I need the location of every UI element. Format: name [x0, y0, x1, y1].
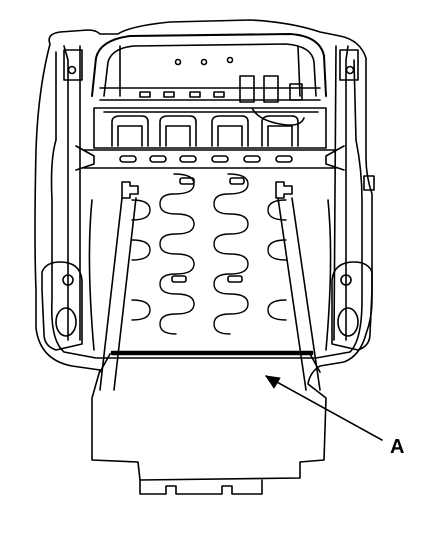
side-rail-right: [333, 45, 349, 341]
mount-bolt: [345, 65, 355, 75]
cross-bar-end-left: [75, 145, 95, 171]
zigzag-spring-left-partial: [131, 199, 151, 321]
zigzag-spring: [213, 173, 249, 335]
callout-leader-line: [265, 375, 383, 441]
strap-hook-right: [275, 181, 293, 199]
rear-strip: [99, 87, 321, 101]
spring-pocket: [261, 115, 299, 147]
strip-slot: [163, 91, 175, 98]
callout-arrowhead: [265, 375, 281, 389]
side-connector: [363, 175, 375, 191]
spring-pockets-rear: [111, 115, 299, 147]
cross-bar-slot: [149, 155, 167, 163]
cross-bar: [83, 149, 337, 169]
cross-bar-slot: [119, 155, 137, 163]
zigzag-spring: [159, 173, 195, 335]
frame-hole: [226, 56, 234, 64]
spring-pocket: [217, 125, 243, 147]
spring-pocket: [159, 115, 197, 147]
seat-back-frame-inner: [103, 43, 317, 97]
lower-bracket-left: [41, 261, 83, 351]
cross-bar-end-right: [325, 145, 345, 171]
lower-bolt-right: [340, 274, 352, 286]
frame-hole: [174, 58, 182, 66]
strip-slot: [189, 91, 201, 98]
cross-bar-slot: [179, 155, 197, 163]
cross-bar-slot: [211, 155, 229, 163]
rear-panel: [93, 107, 327, 149]
lower-bracket-hole-left: [55, 307, 77, 337]
spring-pocket: [267, 125, 293, 147]
connector-block: [263, 75, 279, 103]
frame-hole: [200, 58, 208, 66]
front-flap-fold: [99, 353, 321, 373]
lower-bracket-right: [331, 261, 373, 351]
mount-tab: [63, 49, 83, 81]
spring-pocket: [211, 115, 249, 147]
spring-clip: [227, 275, 243, 283]
strip-slot: [139, 91, 151, 98]
cross-bar-slot: [275, 155, 293, 163]
spring-clip: [179, 177, 195, 185]
mount-bolt: [67, 65, 77, 75]
strip-slot: [213, 91, 225, 98]
spring-clip: [171, 275, 187, 283]
seat-cushion-outline: [34, 19, 373, 481]
zigzag-springs: [131, 173, 287, 335]
cross-bar-slot: [243, 155, 261, 163]
seat-back-frame: [91, 33, 327, 97]
diagonal-strap-right: [277, 197, 321, 391]
seat-shell-inner-edge: [50, 51, 363, 359]
strap-hook-left: [121, 181, 139, 199]
zigzag-spring-right-partial: [267, 199, 287, 321]
seat-cushion-flap: [110, 350, 314, 356]
spring-clip: [229, 177, 245, 185]
lower-bracket-hole-right: [337, 307, 359, 337]
spring-pocket: [165, 125, 191, 147]
side-rail-left: [63, 45, 81, 341]
mount-tab: [339, 49, 359, 81]
side-bolster-left: [88, 199, 95, 351]
callout-label-a: A: [390, 436, 405, 458]
side-bolster-right: [325, 199, 332, 351]
wire-harness: [251, 107, 305, 126]
lower-bolt-left: [62, 274, 74, 286]
diagonal-strap-left: [99, 197, 137, 391]
front-flap-tabs: [139, 479, 263, 495]
spring-pocket: [111, 115, 149, 147]
connector-block: [239, 75, 255, 103]
spring-pocket: [117, 125, 143, 147]
connector-block: [289, 83, 303, 101]
